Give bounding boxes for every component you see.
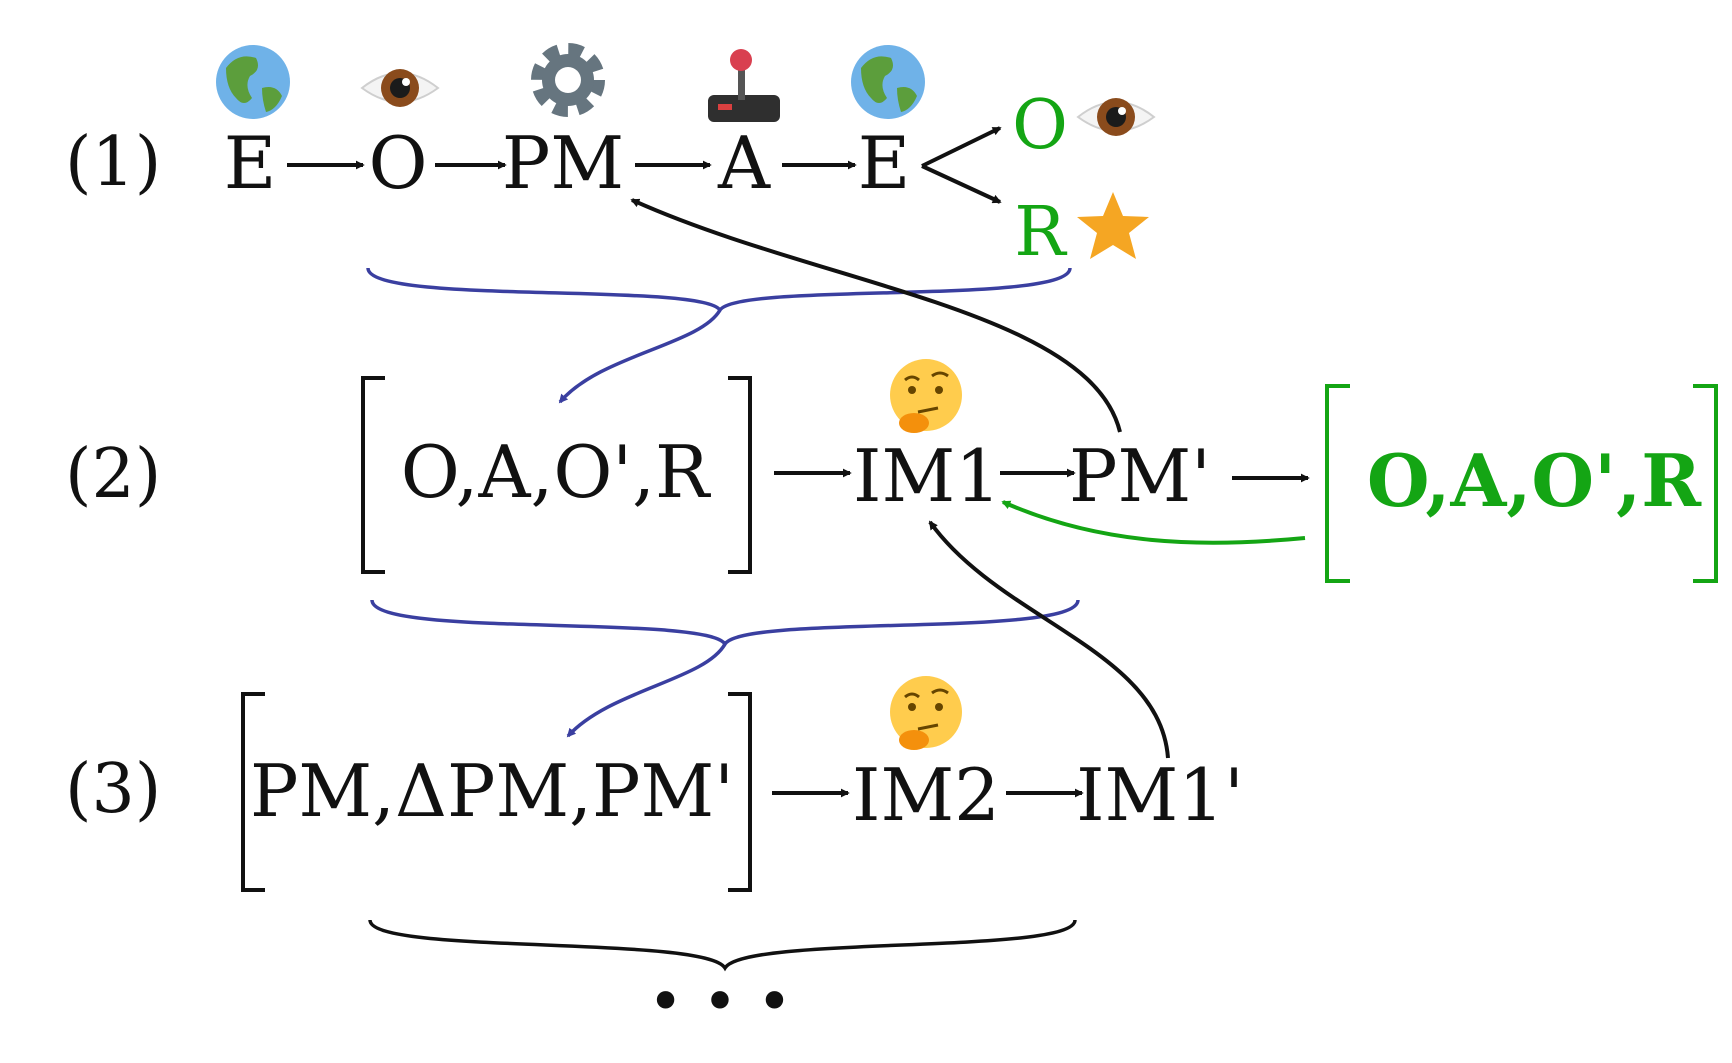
row3-node-im2: IM2 [852,753,1000,837]
row1-arrows [287,126,1002,204]
row2-bracket-left [361,376,385,574]
row1-number: (1) [65,123,161,202]
row2-green-bracket-right [1693,384,1718,583]
gear-icon [531,43,605,117]
row2-arrows [774,468,1310,483]
row3-bracket-text: PM,ΔPM,PM' [250,749,734,833]
row1-branch-o: O [1012,86,1068,165]
row3-number: (3) [65,750,161,829]
row1-node-pm: PM [502,121,624,205]
feedback-arrow-im1 [928,520,1170,759]
feedback-arrow-green [1001,500,1306,545]
joystick-icon [708,49,780,122]
eye-icon [1076,98,1156,136]
row1-node-o: O [368,121,427,205]
row2-green-bracket-left [1325,384,1350,583]
row2-node-im1: IM1 [853,434,1001,518]
star-icon [1077,192,1149,259]
row3-node-im1-prime: IM1' [1076,753,1244,837]
globe-icon [216,45,290,119]
row2-green-bracket-text: O,A,O',R [1367,438,1702,523]
row1-node-e2: E [858,121,911,205]
row2-node-pm-prime: PM' [1069,434,1211,518]
brace-row1-arrow [558,309,722,404]
eye-icon [360,69,440,107]
row3-bracket-right [728,692,752,892]
brace-row3 [368,919,1077,972]
row3-bracket-left [241,692,265,892]
row1-branch-r: R [1014,193,1067,272]
globe-icon [851,45,925,119]
brace-row2-arrow [566,643,727,738]
row2-bracket-text: O,A,O',R [401,430,711,514]
row2-bracket-right [728,376,752,574]
row2-number: (2) [65,435,161,514]
thinking-face-icon [890,676,962,750]
row1-node-a: A [717,121,771,205]
thinking-face-icon [890,359,962,433]
feedback-arrow-pm [630,198,1122,433]
row1-node-e: E [224,121,277,205]
brace-row1 [366,267,1072,313]
ellipsis: • • • [648,967,792,1037]
brace-row2 [370,599,1080,648]
